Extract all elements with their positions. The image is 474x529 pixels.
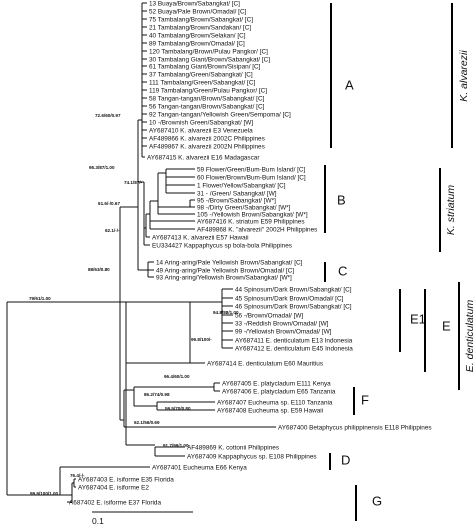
leaf-label: 40 Tambalang/Brown/Selakan/ [C] (149, 32, 246, 39)
leaf-label: 21 Tambalang/Brown/Sandakan/ [C] (149, 24, 251, 31)
leaf-label: 105 -/Yellowish Brown/Sabangkat/ [W*] (197, 211, 308, 218)
scale-bar-label: 0.1 (92, 516, 104, 526)
leaf-label: 44 Spinosum/Dark Brown/Sabangkat/ [C] (235, 286, 352, 293)
leaf-label: 1 Flower/Yellow/Sabangkat/ [C] (197, 182, 286, 189)
leaf-label: 31 - /Green/ Sabangkat/ [W] (197, 190, 277, 197)
support-value: 79/61/1.00 (29, 296, 51, 301)
leaf-label: 13 Buaya/Brown/Sabangkat/ [C] (149, 0, 240, 7)
tree-branches (6, 2, 276, 503)
support-labels: 72.6/60/0.97 95.3/87/1.00 74.1/87/- 61.6/-/… (29, 113, 239, 496)
leaf-label: AF489868 K. "alvarezii" 2002H Philippine… (197, 226, 317, 233)
leaf-label: AY687404 E. isiforme E2 (78, 484, 149, 491)
leaf-label: AF489867 K. alvarezii 2002N Philippines (149, 143, 265, 150)
support-value: 76.4/-/- (70, 473, 85, 478)
clade-label: G (372, 493, 382, 508)
leaf-label: 45 Spinosum/Dark Brown/Omadal/ [C] (235, 295, 344, 302)
leaf-label: AF489866 K. alvarezii 2002C Philippines (149, 135, 265, 142)
leaf-label: EU334427 Kappaphycus sp bola-bola Philip… (152, 242, 292, 249)
species-label: K. alvarezii (458, 50, 470, 102)
leaf-label: AY687405 E. platycladum E111 Kenya (222, 380, 331, 387)
leaf-label: AY687408 Eucheuma sp. E59 Hawaii (217, 407, 323, 414)
leaf-label: AY687401 Eucheuma E66 Kenya (152, 464, 247, 471)
leaf-label: 120 Tambalang/Brown/Pulau Pangkor/ [C] (149, 48, 268, 55)
leaf-label: AY687413 K. alvarezii E57 Hawaii (152, 234, 249, 241)
support-value: 99.8/100/- (191, 337, 212, 342)
leaf-label: 56 Tangan-tangan/Brown/Sabangkat/ [C] (149, 103, 265, 110)
leaf-label: 75 Tambalang/Brown/Sabangkat/ [C] (149, 16, 253, 23)
leaf-label: AY687411 E. denticulatum E13 Indonesia (235, 337, 353, 344)
leaf-label: 46 Spinosum/Dark Brown/Sabangkat/ [C] (235, 303, 352, 310)
leaf-label: 99 -/Yellowish Brown/Omadal/ [W] (235, 328, 332, 335)
leaf-label: AY687409 Kappaphycus sp. E108 Philippine… (187, 453, 317, 460)
support-value: 86.2/74/0.98 (144, 392, 170, 397)
species-label: K. striatum (445, 185, 457, 235)
support-value: 74.1/87/- (124, 180, 143, 185)
leaf-label: AF489869 K. cottonii Philippines (187, 444, 279, 451)
leaf-label: 58 Tangan-tangan/Brown/Sabangkat/ [C] (149, 95, 265, 102)
support-value: 59.5/70/0.80 (165, 406, 191, 411)
clade-label: B (337, 192, 346, 207)
leaf-label: AY687412 E. denticulatum E45 Indonesia (235, 345, 353, 352)
support-value: 72.6/60/0.97 (95, 113, 121, 118)
clade-label: E1 (410, 311, 426, 326)
leaf-label: 111 Tambalang/Green/Sabangkat/ [C] (149, 79, 255, 86)
leaf-label: A687402 E. isiforme E37 Florida (69, 499, 161, 506)
leaf-label: AY687415 K. alvarezii E16 Madagascar (147, 154, 260, 161)
scale-bar: 0.1 (92, 511, 193, 526)
leaf-label: 119 Tambalang/Green/Pulau Pangkor/ [C] (149, 87, 267, 94)
support-value: 94.8/88/1.00 (213, 310, 239, 315)
leaf-label: 49 Aring-aring/Pale Yellowish Brown/Omad… (156, 267, 294, 274)
support-value: 91.7/99/1.00 (163, 443, 189, 448)
species-label: E. denticulatum (464, 300, 474, 373)
leaf-labels: 13 Buaya/Brown/Sabangkat/ [C]52 Buaya/Pa… (69, 0, 432, 506)
clade-markers: A B C E1 E F D G K. alvarezii K. striatum E. denti… (323, 3, 474, 521)
leaf-label: 33 -/Reddish Brown/Omadal/ [W] (235, 320, 329, 327)
leaf-label: 10 -/Brownish Green/Sabangkat/ [W] (149, 119, 253, 126)
support-value: 96.4/60/1.00 (164, 374, 190, 379)
leaf-label: AY687407 Eucheuma sp. E110 Tanzania (217, 399, 333, 406)
leaf-label: 93 Aring-aring/Yellowish Brown/Sabangkat… (156, 274, 292, 281)
leaf-label: 37 Tambalang/Green/Sabangkat/ [C] (149, 71, 253, 78)
support-value: 62.1/-/- (105, 228, 120, 233)
clade-label: D (341, 452, 350, 467)
clade-label: E (442, 318, 451, 333)
support-value: 99.9/100/1.00 (30, 491, 59, 496)
leaf-label: 14 Aring-aring/Pale Yellowish Brown/Saba… (156, 259, 303, 266)
leaf-label: 59 Flower/Green/Bum-Bum Island/ [C] (197, 166, 306, 173)
clade-label: C (338, 263, 347, 278)
support-value: 62.1/56/0.69 (134, 420, 160, 425)
leaf-label: AY687416 K. striatum E59 Philippines (197, 218, 305, 225)
clade-label: A (345, 77, 354, 92)
leaf-label: 92 Tangan-tangan/Yellowish Green/Sempoma… (149, 111, 291, 118)
leaf-label: AY687403 E. isiforme E35 Florida (78, 476, 174, 483)
leaf-label: AY687400 Betaphycus philippinensis E118 … (278, 424, 432, 431)
leaf-label: 60 Flower/Brown/Bum-Bum Island/ [C] (197, 174, 306, 181)
leaf-label: 61 Tambalang Giant/Brown/Sisipan/ [C] (149, 63, 261, 70)
support-value: 88/63/0.80 (88, 267, 110, 272)
leaf-label: AY687414 E. denticulatum E60 Mauritius (207, 360, 323, 367)
leaf-label: 52 Buaya/Pale Brown/Omadal/ [C] (149, 8, 247, 15)
leaf-label: 98 -/Dirty Green/Sabangkat/ [W*] (197, 204, 291, 211)
clade-label: F (361, 392, 369, 407)
leaf-label: AY687410 K. alvarezii E3 Venezuela (149, 127, 253, 134)
leaf-label: 95 -/Brown/Sabangkat/ [W*] (197, 197, 276, 204)
support-value: 61.6/-/0.67 (98, 201, 120, 206)
support-value: 95.3/87/1.00 (89, 165, 115, 170)
leaf-label: 89 Tambalang/Brown/Omadal/ [C] (149, 40, 245, 47)
leaf-label: AY687406 E. platycladum E65 Tanzania (222, 388, 336, 395)
leaf-label: 56 -/Brown/Omadal/ [W] (235, 312, 303, 319)
leaf-label: 30 Tambalang Giant/Brown/Sabangkat/ [C] (149, 56, 270, 63)
